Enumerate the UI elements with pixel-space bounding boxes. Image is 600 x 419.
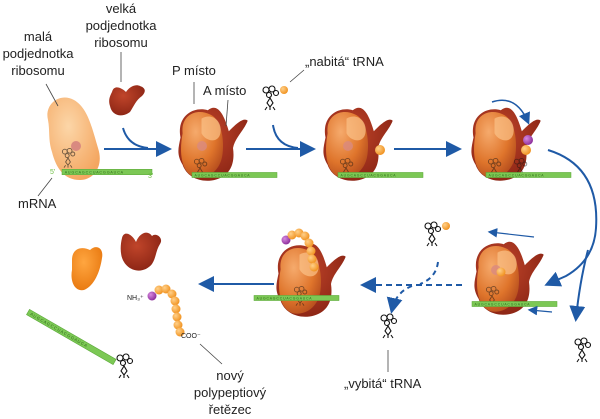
- large-subunit-label: velká podjednotka ribosomu: [86, 1, 158, 50]
- p-site-label: P místo: [172, 63, 216, 78]
- incoming-trna-icon: [424, 221, 450, 247]
- small-subunit-label: malá podjednotka ribosomu: [3, 29, 75, 78]
- svg-text:nový: nový: [216, 368, 244, 383]
- svg-text:ribosomu: ribosomu: [11, 63, 64, 78]
- stage-5-mrna: [471, 301, 558, 307]
- released-mrna: [26, 308, 117, 366]
- growing-peptide-chain: [281, 228, 319, 272]
- svg-text:ribosomu: ribosomu: [94, 35, 147, 50]
- stage-2-ribosome: [178, 107, 248, 181]
- trna-join-arrow: [272, 124, 299, 149]
- uncharged-trna-icon: [380, 313, 398, 339]
- stage-3-mrna: [337, 172, 424, 178]
- svg-text:podjednotka: podjednotka: [3, 46, 75, 61]
- stage-4-ribosome: [471, 107, 541, 181]
- svg-text:řetězec: řetězec: [209, 402, 252, 417]
- final-trna-icon: [116, 353, 134, 379]
- stage-2-mrna: [191, 172, 278, 178]
- incoming-dashed-arrow: [419, 261, 439, 285]
- new-polypeptide-chain: [147, 284, 185, 337]
- shift-arrow-bottom: [527, 305, 553, 316]
- a-site-label: A místo: [203, 83, 246, 98]
- release-arrow: [569, 249, 589, 322]
- svg-text:polypeptiový: polypeptiový: [194, 385, 267, 400]
- stage-1-small-subunit: [47, 97, 100, 180]
- stage-1-mrna: [61, 168, 153, 176]
- shift-arrow-top: [487, 228, 535, 238]
- stage-1-large-subunit: [109, 85, 145, 116]
- stage-6-mrna: [253, 295, 340, 301]
- stage-5-ribosome: [474, 241, 544, 315]
- svg-text:podjednotka: podjednotka: [86, 18, 158, 33]
- exit-dashed-arrow: [386, 285, 413, 314]
- stage-3-ribosome: [323, 107, 393, 181]
- peptide-transfer-arrow: [491, 99, 530, 125]
- svg-text:malá: malá: [24, 29, 53, 44]
- three-prime-label: 3': [148, 173, 153, 180]
- new-polypeptide-label: nový polypeptiový řetězec: [194, 368, 267, 417]
- charged-trna-icon: [262, 85, 288, 111]
- join-arrow: [122, 127, 149, 149]
- coo-label: COO⁻: [181, 333, 201, 340]
- five-prime-label: 5': [50, 169, 55, 176]
- svg-text:velká: velká: [106, 1, 137, 16]
- released-small-subunit: [71, 247, 103, 291]
- released-trna-icon: [574, 337, 592, 363]
- charged-trna-label: „nabitá“ tRNA: [305, 54, 384, 69]
- mrna-label: mRNA: [18, 196, 57, 211]
- released-large-subunit: [120, 232, 162, 271]
- nh3-label: NH₃⁺: [127, 295, 144, 302]
- uncharged-trna-label: „vybitá“ tRNA: [344, 376, 422, 391]
- stage-4-mrna: [485, 172, 572, 178]
- translocation-arrow: [544, 149, 598, 287]
